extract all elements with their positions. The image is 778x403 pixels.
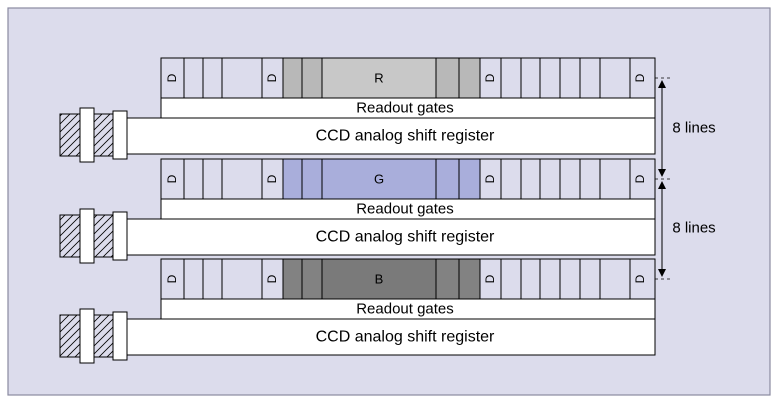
dark-pixel-label: D <box>165 174 179 183</box>
shift-register-label: CCD analog shift register <box>316 229 495 246</box>
connector-ring <box>112 211 128 261</box>
spacing-arrow-1-head-up <box>658 80 666 88</box>
connector-flange <box>79 308 95 364</box>
readout-gates-label: Readout gates <box>356 100 454 117</box>
connector-hatch-left <box>59 314 81 358</box>
dark-pixel-label: D <box>165 274 179 283</box>
spacing-arrow-2-head-down <box>658 269 666 277</box>
spacing-annotations: 8 lines 8 lines <box>655 77 716 280</box>
spacing-arrow-2-head-up <box>658 181 666 189</box>
pixel-block <box>283 58 480 98</box>
pixel-block <box>283 159 480 199</box>
readout-gates-label: Readout gates <box>356 201 454 218</box>
connector-hatch-left <box>59 113 81 157</box>
shift-register <box>112 318 656 356</box>
connector-hatch-left <box>59 214 81 258</box>
dark-pixel-label: D <box>633 274 647 283</box>
channel-label: B <box>375 272 384 287</box>
connector-flange <box>79 107 95 163</box>
connector-ring <box>112 110 128 160</box>
spacing-label: 8 lines <box>672 220 715 237</box>
dark-pixel-label: D <box>483 274 497 283</box>
dark-pixel-label: D <box>165 73 179 82</box>
connector-hatch-mid <box>93 314 114 358</box>
shift-register-label: CCD analog shift register <box>316 329 495 346</box>
dark-pixel-label: D <box>265 274 279 283</box>
channel-label: G <box>374 172 384 187</box>
dark-pixel-label: D <box>633 174 647 183</box>
connector-flange <box>79 208 95 264</box>
edge-cells-right <box>436 259 480 299</box>
shift-register <box>112 117 656 155</box>
dark-pixel-label: D <box>265 174 279 183</box>
readout-gates-label: Readout gates <box>356 301 454 318</box>
spacing-label: 8 lines <box>672 120 715 137</box>
spacing-arrow-1-head-down <box>658 169 666 177</box>
connector-hatch-mid <box>93 113 114 157</box>
dark-pixel-label: D <box>483 73 497 82</box>
connector-ring <box>112 311 128 361</box>
pixel-block <box>283 259 480 299</box>
shift-register-label: CCD analog shift register <box>316 128 495 145</box>
dark-pixel-label: D <box>483 174 497 183</box>
edge-cells-right <box>436 58 480 98</box>
channel-label: R <box>374 71 383 86</box>
dark-pixel-label: D <box>633 73 647 82</box>
dark-pixel-label: D <box>265 73 279 82</box>
connector-hatch-mid <box>93 214 114 258</box>
shift-register <box>112 218 656 256</box>
